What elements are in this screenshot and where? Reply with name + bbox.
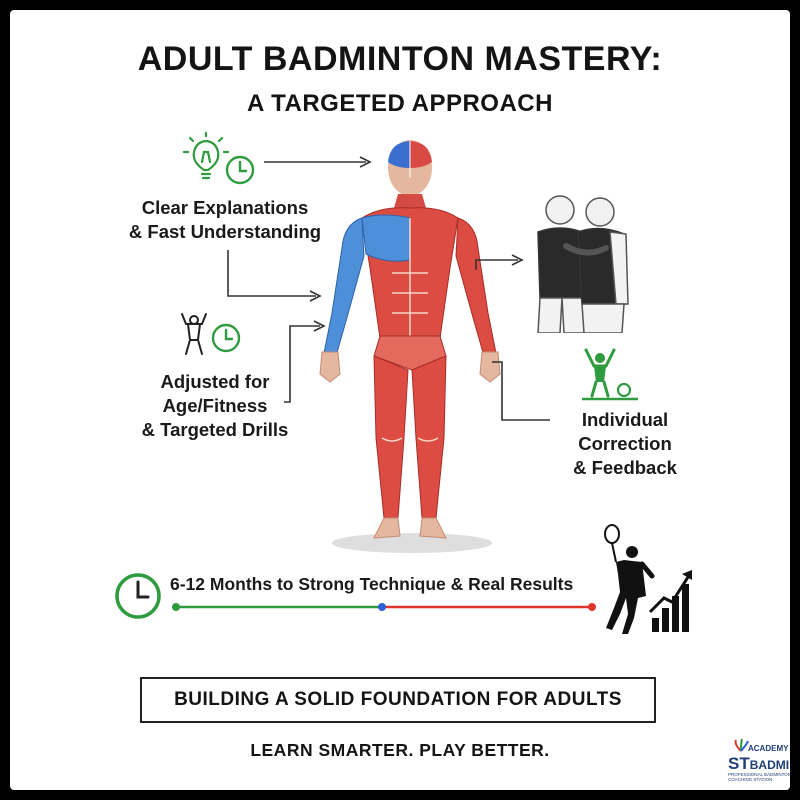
foundation-banner: BUILDING A SOLID FOUNDATION FOR ADULTS <box>140 677 656 723</box>
logo-prefix: ST <box>728 754 750 773</box>
label-line: & Feedback <box>573 457 677 478</box>
arrow-to-coach <box>475 254 524 270</box>
connector-adjusted <box>284 320 326 403</box>
label-line: Adjusted for <box>160 371 270 392</box>
logo-name: STBADMINTON <box>728 754 790 774</box>
clock-icon <box>115 573 161 619</box>
page-subtitle: A TARGETED APPROACH <box>247 90 553 117</box>
fitness-clock-icon <box>181 313 241 355</box>
timeline-mid-dot <box>378 603 386 611</box>
timeline-bar <box>172 603 596 611</box>
timeline-end-dot <box>588 603 596 611</box>
timeline-label: 6-12 Months to Strong Technique & Real R… <box>170 574 574 594</box>
logo-subtext: PROFESSIONAL BADMINTON COACHING STATION <box>728 772 790 782</box>
connector-clear <box>227 250 322 302</box>
lightbulb-clock-icon <box>182 132 255 185</box>
logo-mark-icon <box>734 738 749 752</box>
label-line: & Targeted Drills <box>141 419 289 440</box>
muscle-anatomy-figure <box>319 140 501 553</box>
page-title: ADULT BADMINTON MASTERY: <box>137 40 663 78</box>
logo-academy: ACADEMY <box>748 744 789 753</box>
label-adjusted-fitness: Adjusted for Age/Fitness & Targeted Dril… <box>130 370 300 442</box>
badminton-player-silhouette <box>604 524 655 634</box>
arrow-to-head <box>264 156 372 168</box>
label-line: Individual <box>581 409 669 430</box>
label-line: Correction <box>578 433 672 454</box>
timeline-start-dot <box>172 603 180 611</box>
clock-icon <box>211 323 241 353</box>
fitness-figure-icon <box>181 313 207 355</box>
label-line: & Fast Understanding <box>128 221 322 242</box>
infographic: ADULT BADMINTON MASTERY: A TARGETED APPR… <box>10 10 790 790</box>
label-line: Age/Fitness <box>162 395 268 416</box>
growth-chart-icon <box>648 570 692 632</box>
coach-player-illustration <box>537 195 629 333</box>
head <box>388 140 432 196</box>
clock-icon <box>225 155 255 185</box>
connector-individual <box>492 361 550 421</box>
badminton-player-growth-icon <box>604 524 692 634</box>
academy-logo: ACADEMY STBADMINTON PROFESSIONAL BADMINT… <box>710 720 790 790</box>
tagline: LEARN SMARTER. PLAY BETTER. <box>250 740 550 760</box>
lightbulb-icon <box>182 132 230 180</box>
label-line: Clear Explanations <box>141 197 309 218</box>
celebrating-player-icon <box>582 348 638 401</box>
logo-main-text: BADMINTON <box>749 758 790 772</box>
label-individual-correction: Individual Correction & Feedback <box>540 408 710 480</box>
label-clear-explanations: Clear Explanations & Fast Understanding <box>105 196 345 244</box>
